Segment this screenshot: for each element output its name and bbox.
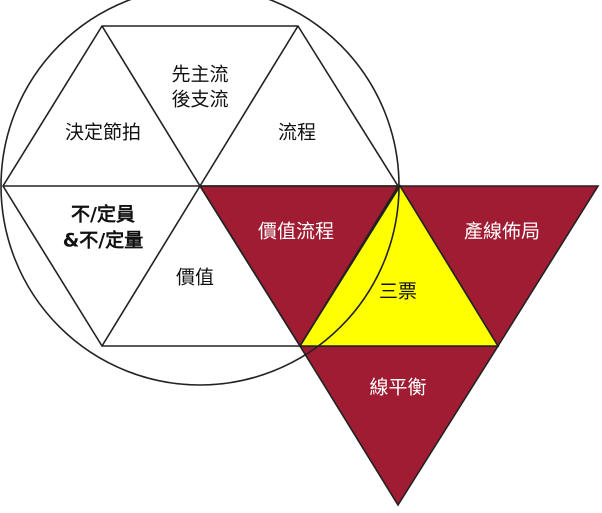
label-layout: 產線佈局 <box>464 221 540 243</box>
label-center: 三票 <box>379 281 417 303</box>
label-top-line2: 後支流 <box>171 89 228 111</box>
spoke-top-left <box>101 25 201 187</box>
segment-center <box>298 184 500 347</box>
spoke-top-right <box>199 25 299 187</box>
segment-balance <box>298 345 500 507</box>
label-top-line1: 先主流 <box>171 64 228 86</box>
label-lower-left-line1: 不/定員 <box>71 203 135 226</box>
label-upper-right: 流程 <box>278 122 316 144</box>
label-lower-right: 價值 <box>176 267 214 289</box>
spoke-bottom-left <box>101 185 201 347</box>
label-lower-left-line2: &不/定量 <box>63 229 144 252</box>
label-balance: 線平衡 <box>369 377 426 399</box>
label-value-stream: 價值流程 <box>258 221 334 243</box>
label-upper-left: 決定節拍 <box>65 122 141 144</box>
spoke-bottom-right <box>199 185 301 347</box>
enclosing-circle <box>0 0 400 386</box>
